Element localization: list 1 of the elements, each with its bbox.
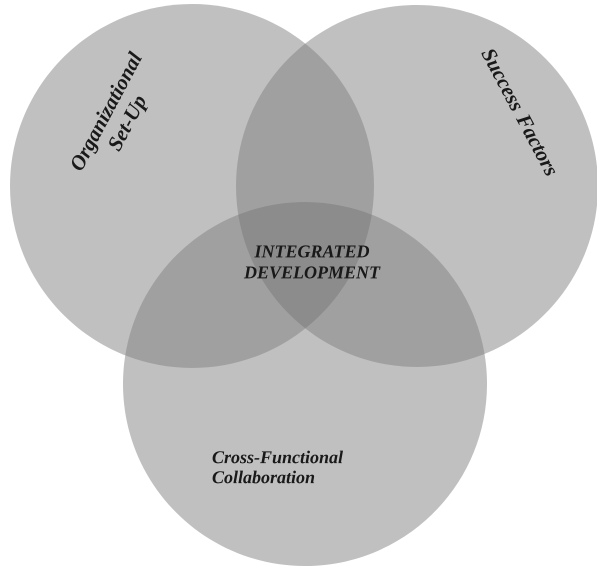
node-label: Cross-Functional Collaboration	[212, 450, 344, 484]
